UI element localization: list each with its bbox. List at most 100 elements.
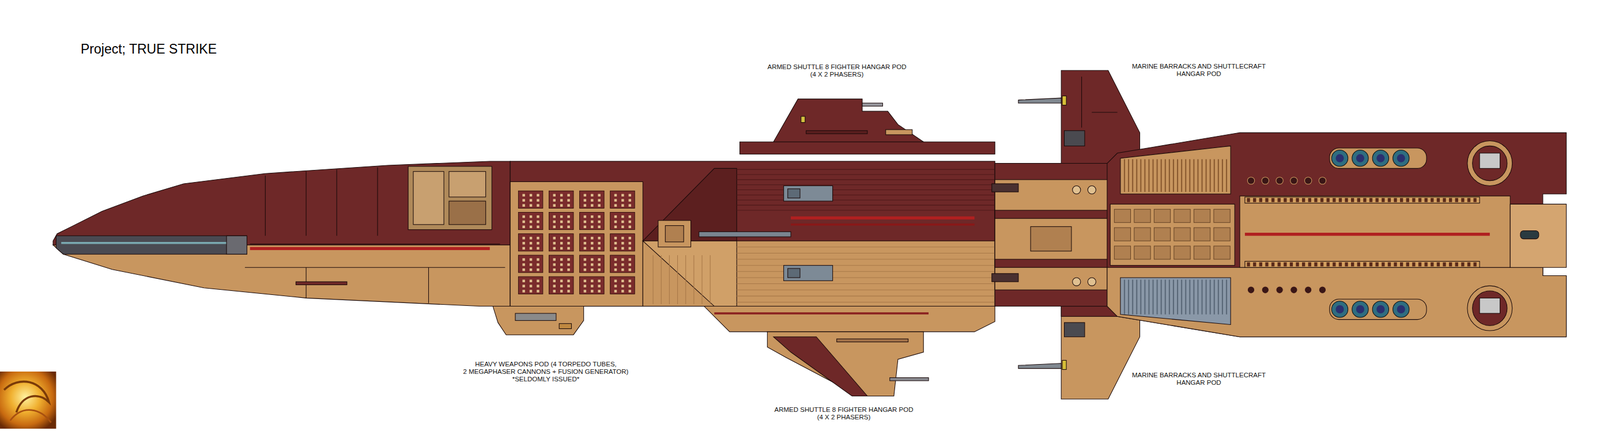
dash-mark (1473, 262, 1477, 267)
cell-dot (522, 199, 525, 202)
cell-dot (522, 236, 525, 240)
panel-line (1185, 159, 1187, 192)
hangar-cell (518, 212, 543, 230)
ship-hull (515, 313, 557, 321)
dash-mark (1406, 198, 1410, 203)
panel-line (1164, 159, 1166, 192)
dash-mark (1375, 262, 1379, 267)
cell-dot (529, 263, 532, 266)
cell-dot (597, 247, 600, 250)
panel-line (1189, 279, 1191, 315)
thruster-disc (1393, 301, 1410, 318)
cell-dot (529, 220, 532, 224)
panel-line (736, 194, 995, 196)
cell-dot (553, 236, 556, 240)
panel-line (1213, 279, 1215, 315)
cell-dot (590, 258, 594, 261)
panel-line (1164, 279, 1166, 315)
cell-dot (529, 284, 532, 288)
dash-mark (1436, 198, 1440, 203)
cell-dot (522, 204, 525, 207)
ship-hull (1510, 204, 1566, 268)
cell-dot (536, 279, 539, 282)
port-hole (1290, 176, 1298, 184)
cell-dot (628, 258, 632, 261)
dash-mark (1430, 262, 1434, 267)
panel-line (1127, 159, 1130, 192)
hangar-cell (518, 276, 543, 294)
dash-mark (1418, 198, 1422, 203)
cell-dot (522, 284, 525, 288)
dash-mark (1448, 198, 1452, 203)
ship-hull (1030, 226, 1072, 252)
cell-dot (583, 289, 587, 293)
cell-dot (522, 268, 525, 271)
panel-line (1225, 159, 1228, 192)
panel-line (1136, 279, 1138, 315)
dash-mark (1326, 262, 1330, 267)
cell-dot (567, 268, 570, 271)
cell-dot (597, 268, 600, 271)
cell-dot (628, 242, 632, 245)
panel-line (1148, 279, 1150, 315)
label-line: HEAVY WEAPONS POD (4 TORPEDO TUBES, (463, 360, 629, 369)
ship-hull (1107, 132, 1567, 337)
cell-dot (621, 236, 624, 240)
dash-mark (1265, 198, 1269, 203)
ship-hull (1081, 76, 1118, 128)
cell-dot (567, 215, 570, 218)
cell-dot (597, 194, 600, 197)
dash-mark (1277, 198, 1281, 203)
cell-dot (628, 199, 632, 202)
thruster-disc (1331, 149, 1348, 166)
panel-line (736, 179, 995, 180)
barracks-panel (1174, 209, 1191, 223)
hangar-cell (548, 255, 573, 273)
cell-dot (597, 220, 600, 224)
cell-dot (597, 199, 600, 202)
cell-dot (522, 279, 525, 282)
ship-hull (1087, 277, 1096, 286)
cell-dot (553, 242, 556, 245)
cell-dot (522, 247, 525, 250)
cell-dot (560, 199, 563, 202)
dash-mark (1295, 198, 1299, 203)
dash-mark (1259, 262, 1263, 267)
cell-dot (590, 284, 594, 288)
ship-hull (1244, 197, 1480, 204)
ship-hull (1244, 261, 1480, 269)
cell-dot (614, 220, 617, 224)
ship-hull (1072, 185, 1081, 194)
dash-mark (1320, 262, 1324, 267)
ship-hull (295, 281, 347, 285)
barracks-panel (1213, 227, 1230, 241)
cell-dot (567, 289, 570, 293)
cell-dot (597, 204, 600, 207)
cell-dot (590, 263, 594, 266)
cell-dot (621, 289, 624, 293)
dash-mark (1412, 262, 1415, 267)
cell-dot (614, 284, 617, 288)
cell-dot (621, 268, 624, 271)
cell-dot (614, 268, 617, 271)
cell-dot (583, 242, 587, 245)
dash-mark (1387, 262, 1391, 267)
ship-hull (61, 242, 245, 245)
barracks-panel (1213, 246, 1230, 260)
cell-dot (567, 258, 570, 261)
thruster-disc (1372, 301, 1389, 318)
panel-line (1144, 279, 1146, 315)
dash-mark (1406, 262, 1410, 267)
dash-mark (1302, 198, 1305, 203)
cell-dot (536, 268, 539, 271)
cell-dot (553, 284, 556, 288)
cell-dot (628, 204, 632, 207)
cell-dot (583, 258, 587, 261)
dash-mark (1332, 262, 1336, 267)
ship-hull (642, 240, 737, 307)
cell-dot (529, 225, 532, 229)
panel-line (1176, 279, 1179, 315)
cell-dot (597, 258, 600, 261)
ship-hull (991, 183, 1019, 192)
